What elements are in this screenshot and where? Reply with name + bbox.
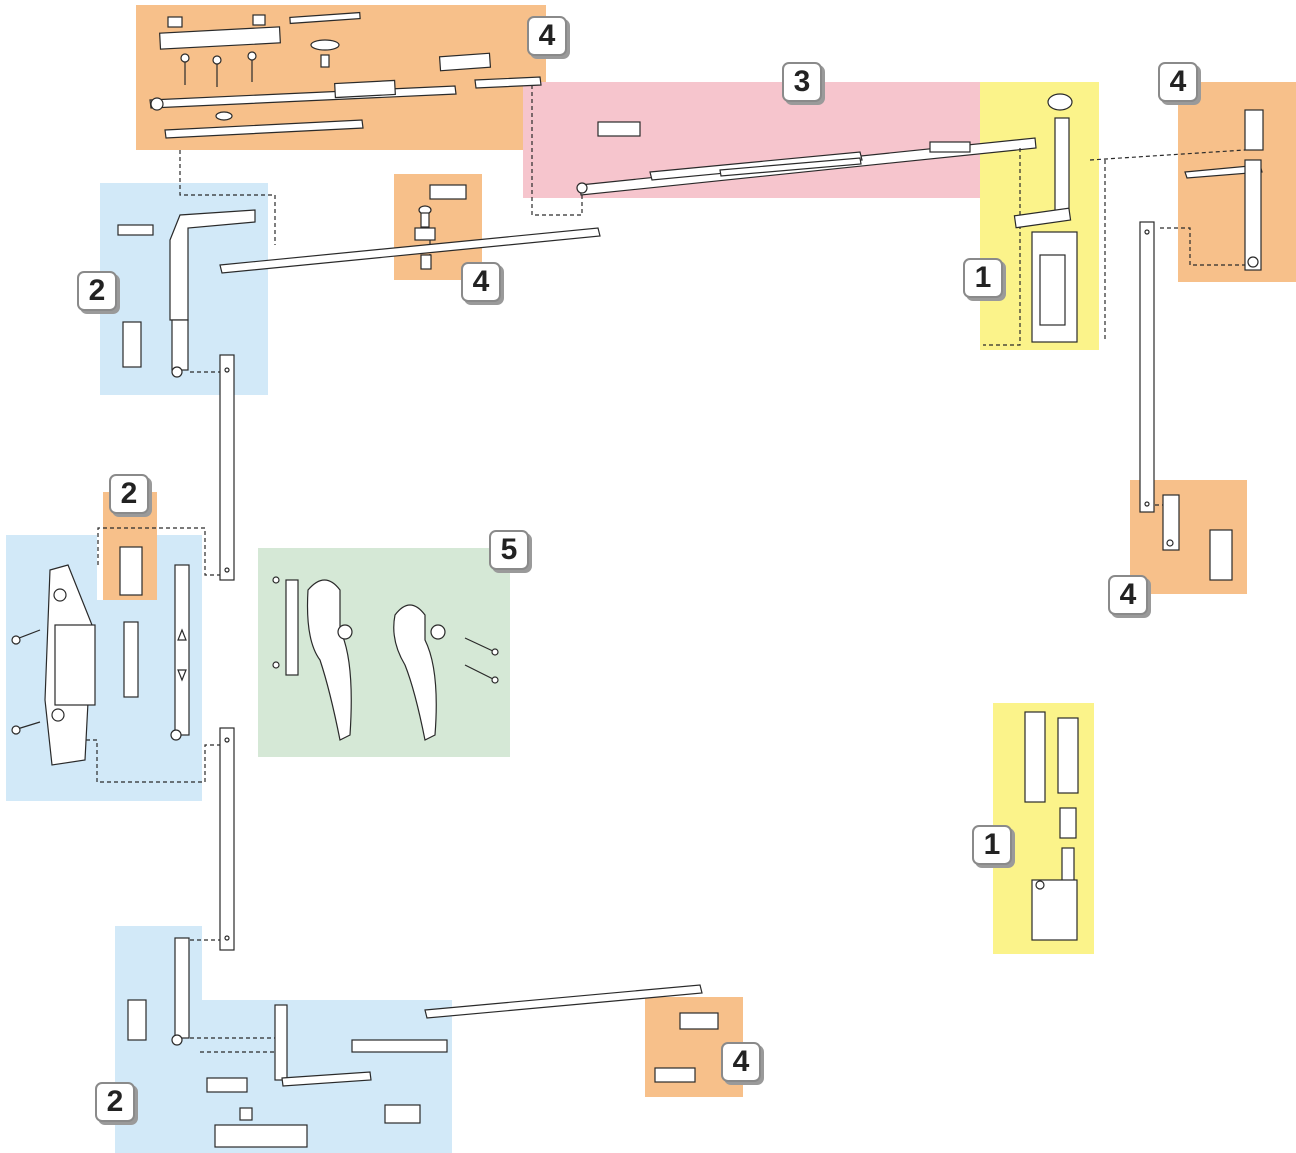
zone-5-handles <box>258 548 510 757</box>
component-badge-3-top: 3 <box>782 62 822 102</box>
component-badge-4-top-left: 4 <box>527 16 567 56</box>
zone-3-top <box>523 82 1036 198</box>
lower-right-hinge-group <box>1024 711 1079 941</box>
component-badge-4-top-right: 4 <box>1158 62 1198 102</box>
middle-left-gearbox-group <box>11 546 190 766</box>
top-right-corner-group <box>1184 109 1264 271</box>
bottom-left-corner-group <box>127 937 448 1148</box>
component-badge-2-middle-left: 2 <box>109 474 149 514</box>
zone-4-top-right <box>1178 82 1296 282</box>
top-right-hinge-group <box>1013 93 1078 343</box>
window-handles-group <box>272 576 499 741</box>
top-center-bar-group <box>576 121 1037 196</box>
top-center-small-parts <box>414 184 467 270</box>
upper-left-corner-group <box>117 209 256 378</box>
component-badge-1-right-lower: 1 <box>972 825 1012 865</box>
dashed-connectors <box>72 85 1250 1053</box>
component-badge-5-handles: 5 <box>489 530 529 570</box>
right-middle-keeper-group <box>1162 494 1233 581</box>
component-badge-2-bottom-left: 2 <box>95 1082 135 1122</box>
component-badge-4-top-center: 4 <box>461 262 501 302</box>
bottom-keeper-group <box>654 1012 719 1083</box>
long-rods <box>219 221 1155 1019</box>
component-badge-1-top-right: 1 <box>963 258 1003 298</box>
top-left-hardware-group <box>149 11 542 139</box>
component-badge-2-upper-left: 2 <box>77 271 117 311</box>
component-badge-4-bottom: 4 <box>721 1042 761 1082</box>
component-badge-4-right-middle: 4 <box>1108 575 1148 615</box>
